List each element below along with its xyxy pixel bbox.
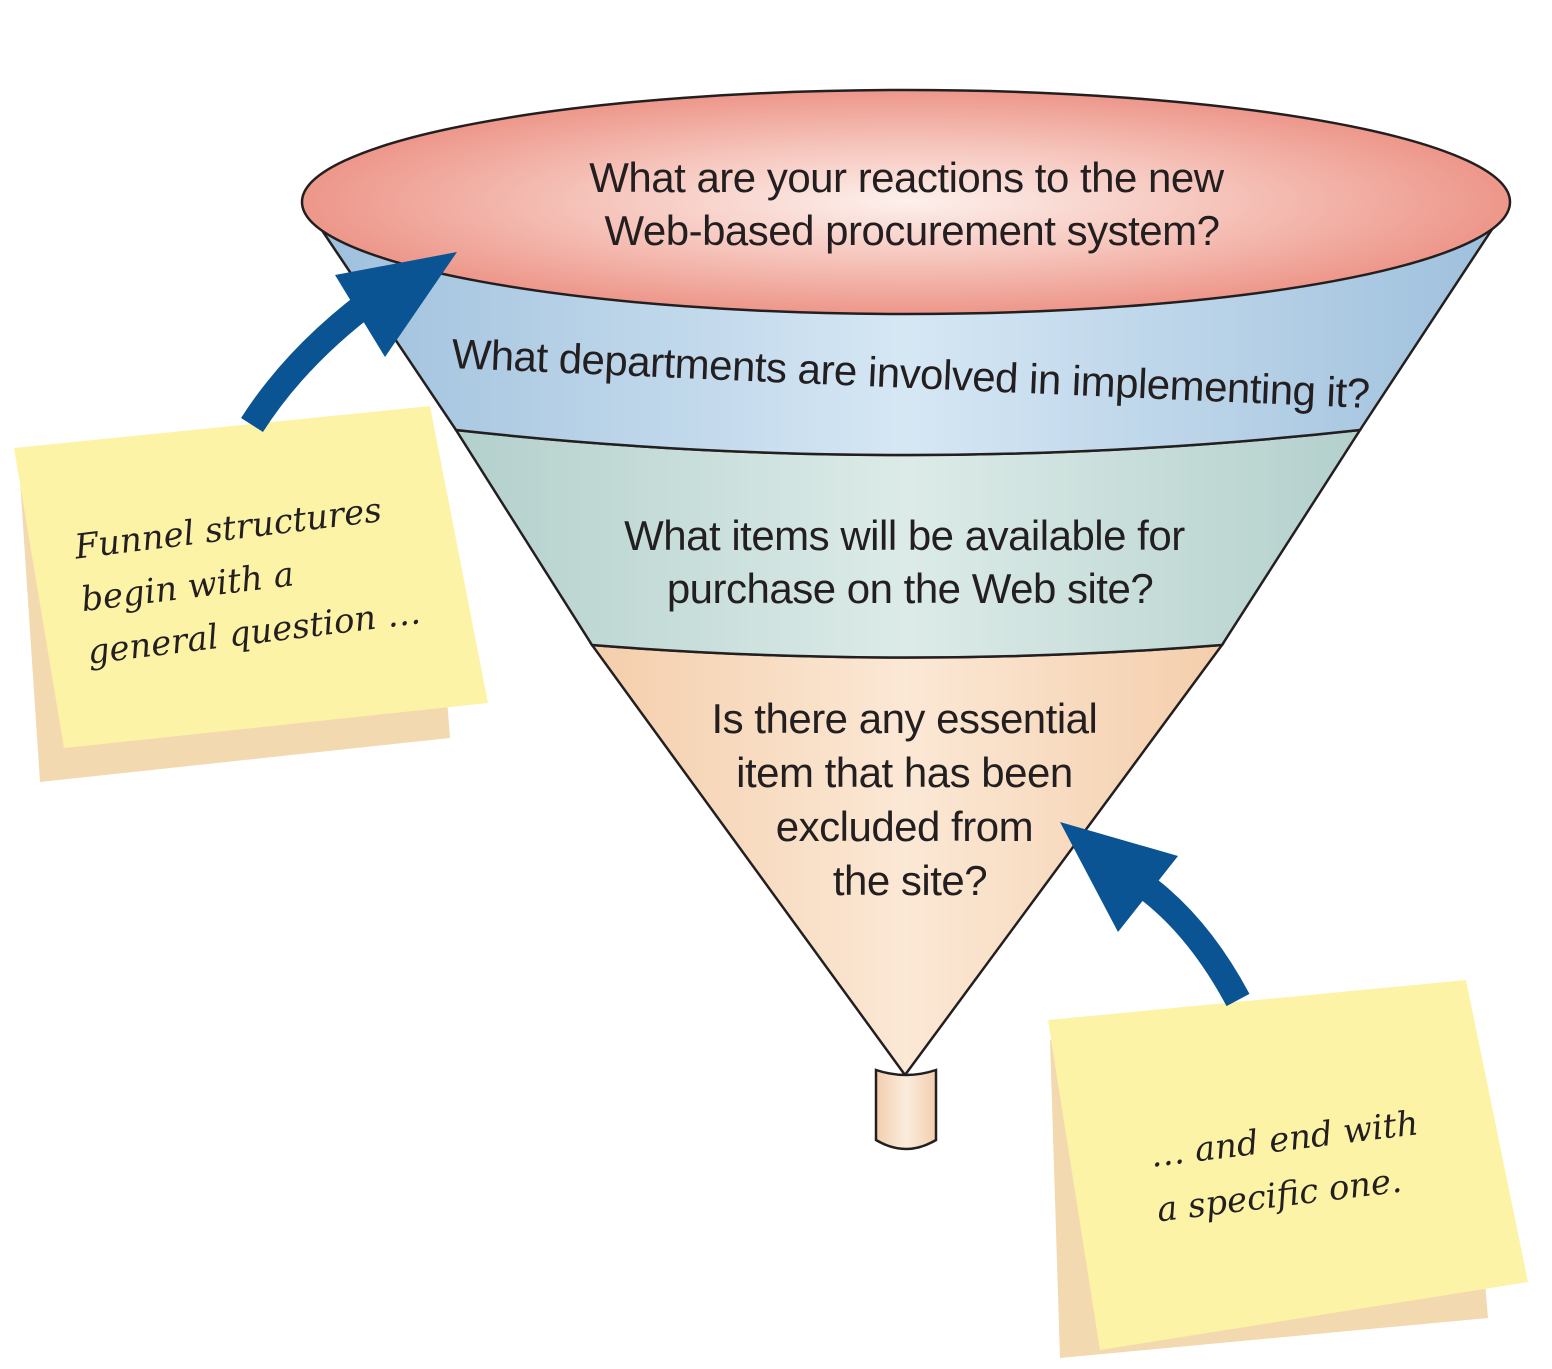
question-specific-line: the site? <box>833 857 987 904</box>
arrow-general <box>241 252 457 433</box>
question-specific-line: item that has been <box>736 749 1073 796</box>
question-specific-line: Is there any essential <box>711 695 1097 742</box>
question-general: What are your reactions to the new Web-b… <box>589 154 1235 254</box>
sticky-note-left-paper <box>14 406 488 748</box>
question-specific-line: excluded from <box>776 803 1033 850</box>
question-items: What items will be available for purchas… <box>624 512 1196 612</box>
question-general-line: Web-based procurement system? <box>604 207 1219 254</box>
arrow-specific <box>1060 822 1250 1007</box>
sticky-note-right: … and end with a specific one. <box>1048 980 1528 1358</box>
question-items-line: purchase on the Web site? <box>667 565 1153 612</box>
question-specific: Is there any essential item that has bee… <box>711 695 1108 904</box>
sticky-note-left: Funnel structures begin with a general q… <box>14 406 488 782</box>
arrow-general-head <box>335 252 457 357</box>
sticky-note-right-paper <box>1048 980 1528 1350</box>
question-general-line: What are your reactions to the new <box>589 154 1224 201</box>
funnel-rim <box>300 88 1512 316</box>
funnel <box>300 88 1512 1151</box>
arrow-specific-head <box>1060 822 1178 932</box>
question-items-line: What items will be available for <box>624 512 1185 559</box>
funnel-spout <box>874 1068 938 1151</box>
